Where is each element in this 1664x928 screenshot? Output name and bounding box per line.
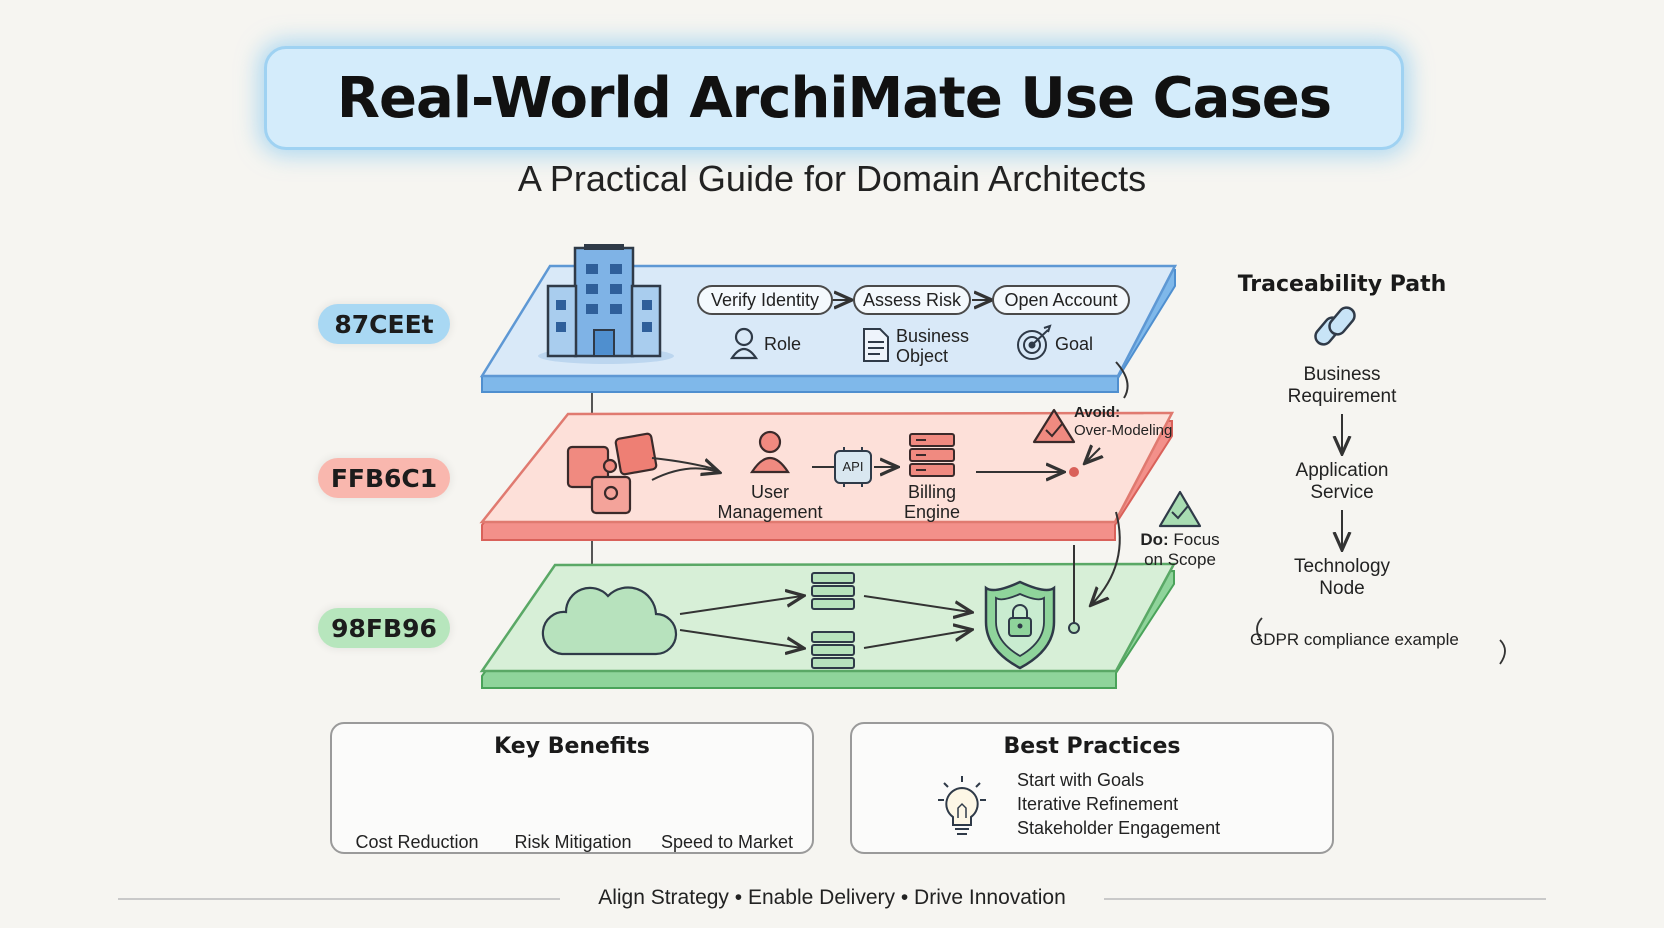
trace-item-line2: Node (1319, 578, 1365, 599)
benefit-speed-to-market: Speed to Market (652, 828, 802, 853)
infrastructure-arrows (679, 596, 970, 648)
best-practices-title: Best Practices (1003, 734, 1181, 759)
user-management-label-line1: User (750, 482, 789, 502)
trace-item-line2: Requirement (1287, 386, 1397, 407)
cloud-icon (541, 586, 678, 656)
do-callout-text-1: Focus (1173, 530, 1220, 549)
benefit-cost-reduction: Cost Reduction (342, 828, 492, 853)
user-management-label: User Management (710, 482, 830, 522)
page-subtitle: A Practical Guide for Domain Architects (517, 158, 1147, 199)
practice-item: Start with Goals (1017, 770, 1145, 790)
trace-item-line1: Technology (1293, 556, 1391, 577)
title-banner: Real-World ArchiMate Use Cases (264, 46, 1404, 150)
billing-engine-label: Billing Engine (892, 482, 972, 522)
billing-server-icon (909, 433, 955, 477)
practice-item: Iterative Refinement (1017, 794, 1179, 814)
avoid-callout-text: Over-Modeling (1074, 422, 1173, 439)
key-benefits-title: Key Benefits (494, 734, 650, 759)
page-title: Real-World ArchiMate Use Cases (336, 65, 1332, 131)
key-benefits-card: Key Benefits Cost Reduction Risk Mitigat… (330, 722, 814, 854)
shield-lock-icon (984, 580, 1056, 670)
document-icon (863, 328, 889, 362)
traceability-title: Traceability Path (1237, 272, 1447, 297)
layer-color-label-technology: 98FB96 (318, 608, 450, 648)
gdpr-example-note: GDPR compliance example (1250, 630, 1459, 649)
trace-technology-node: Technology Node (1222, 556, 1462, 600)
lightbulb-icon (938, 776, 986, 835)
footer-divider-right (1104, 898, 1546, 900)
best-practices-card: Best Practices Start with Goals Iterativ… (850, 722, 1334, 854)
trace-business-requirement: Business Requirement (1222, 364, 1462, 408)
do-callout: Do: Focus on Scope (1130, 530, 1230, 570)
do-callout-title: Do: (1140, 530, 1169, 549)
user-management-label-line2: Management (717, 502, 823, 522)
avoid-callout-title: Avoid: (1074, 404, 1121, 421)
goal-label: Goal (1055, 334, 1094, 354)
benefit-label: Cost Reduction (355, 832, 479, 852)
layer-color-label-application: FFB6C1 (318, 458, 450, 498)
person-icon (729, 327, 759, 360)
callout-connectors (1068, 361, 1129, 634)
warning-icon (1032, 408, 1076, 444)
process-step-verify-identity: Verify Identity (697, 285, 833, 315)
layer-color-label-business: 87CEEt (318, 304, 450, 344)
trace-application-service: Application Service (1222, 460, 1462, 504)
role-label: Role (764, 334, 802, 354)
trace-item-line1: Business (1303, 364, 1381, 385)
do-callout-text-2: on Scope (1144, 550, 1216, 569)
business-object-label: Business Object (896, 326, 969, 366)
benefit-label: Risk Mitigation (514, 832, 632, 852)
billing-arrow (976, 468, 1079, 476)
avoid-callout: Avoid: Over-Modeling (1074, 404, 1172, 440)
business-object-label-line1: Business (896, 326, 970, 346)
chain-link-icon (1314, 306, 1356, 346)
puzzle-arrows (651, 457, 718, 481)
footer-tagline: Align Strategy • Enable Delivery • Drive… (598, 886, 1066, 909)
server-icon (811, 572, 855, 669)
building-icon (538, 244, 674, 364)
puzzle-icon (566, 432, 658, 515)
billing-engine-label-line1: Billing (907, 482, 957, 502)
business-object-label-line2: Object (896, 346, 949, 366)
footer-divider-left (118, 898, 560, 900)
check-triangle-icon (1158, 490, 1202, 528)
process-step-assess-risk: Assess Risk (853, 285, 971, 315)
trace-item-line1: Application (1295, 460, 1389, 481)
target-icon (1017, 324, 1052, 360)
user-management-icon (749, 430, 791, 474)
api-label: API (842, 459, 864, 474)
api-icon (834, 447, 872, 487)
billing-engine-label-line2: Engine (903, 502, 961, 522)
practice-item: Stakeholder Engagement (1017, 818, 1221, 838)
process-step-open-account: Open Account (992, 285, 1130, 315)
benefit-label: Speed to Market (660, 832, 794, 852)
gdpr-brackets (1256, 617, 1506, 665)
trace-item-line2: Service (1310, 482, 1374, 503)
benefit-risk-mitigation: Risk Mitigation (498, 828, 648, 853)
